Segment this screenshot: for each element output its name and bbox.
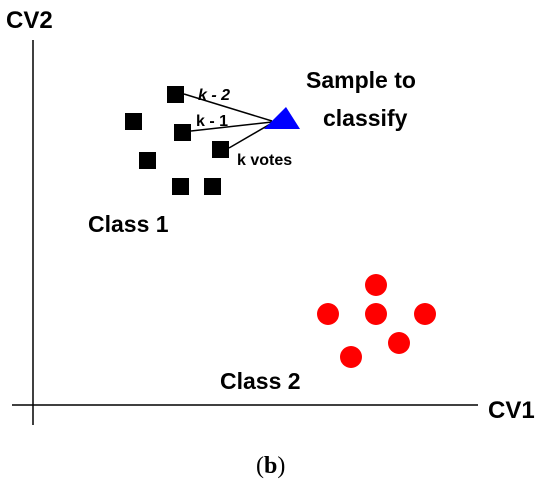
axes [12,40,478,425]
class2-point [317,303,339,325]
class1-point [139,152,156,169]
class2-point [365,274,387,296]
sample-triangle [264,107,300,129]
class1-point [167,86,184,103]
neighbor-lines [183,93,273,149]
neighbor-line-k2 [183,93,273,122]
neighbor-line-k [228,122,273,149]
class1-point [174,124,191,141]
caption-close: ) [277,453,285,479]
class1-label: Class 1 [88,211,169,237]
class1-point [125,113,142,130]
class2-point [365,303,387,325]
class2-point [414,303,436,325]
class1-point [204,178,221,195]
class2-point [388,332,410,354]
sample-label-line2: classify [323,105,408,131]
label-k1: k - 1 [196,113,228,130]
class2-points [317,274,436,368]
class2-point [340,346,362,368]
label-k-votes: k votes [237,152,292,169]
label-k2: k - 2 [198,87,230,104]
y-axis-label: CV2 [6,7,53,34]
class1-points [125,86,229,195]
class2-label: Class 2 [220,368,301,394]
caption-letter: b [264,453,277,479]
class1-point [172,178,189,195]
neighbor-line-k1 [190,121,273,132]
x-axis-label: CV1 [488,397,535,424]
figure-caption: (b) [256,453,285,479]
caption-open: ( [256,453,264,479]
class1-point [212,141,229,158]
sample-label-line1: Sample to [306,67,416,93]
